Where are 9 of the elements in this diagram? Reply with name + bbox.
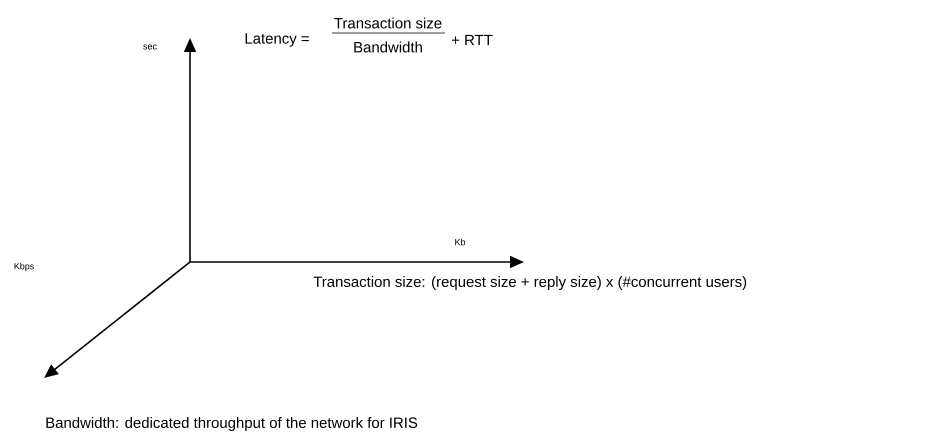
caption-text: Bandwidth: dedicated throughput of the network for IRIS bbox=[46, 417, 418, 431]
fraction-numerator: Transaction size bbox=[334, 18, 442, 28]
fraction-denominator: Bandwidth bbox=[354, 42, 422, 52]
formula-text: + RTT bbox=[452, 34, 492, 46]
formula-text: Latency = bbox=[246, 33, 309, 47]
axis-label: sec bbox=[143, 44, 157, 50]
axis-label: Kbps bbox=[14, 262, 34, 272]
caption-text: Transaction size: (request size + reply size) x (#concurrent users) bbox=[314, 276, 746, 290]
axis-label: Kb bbox=[455, 238, 466, 246]
